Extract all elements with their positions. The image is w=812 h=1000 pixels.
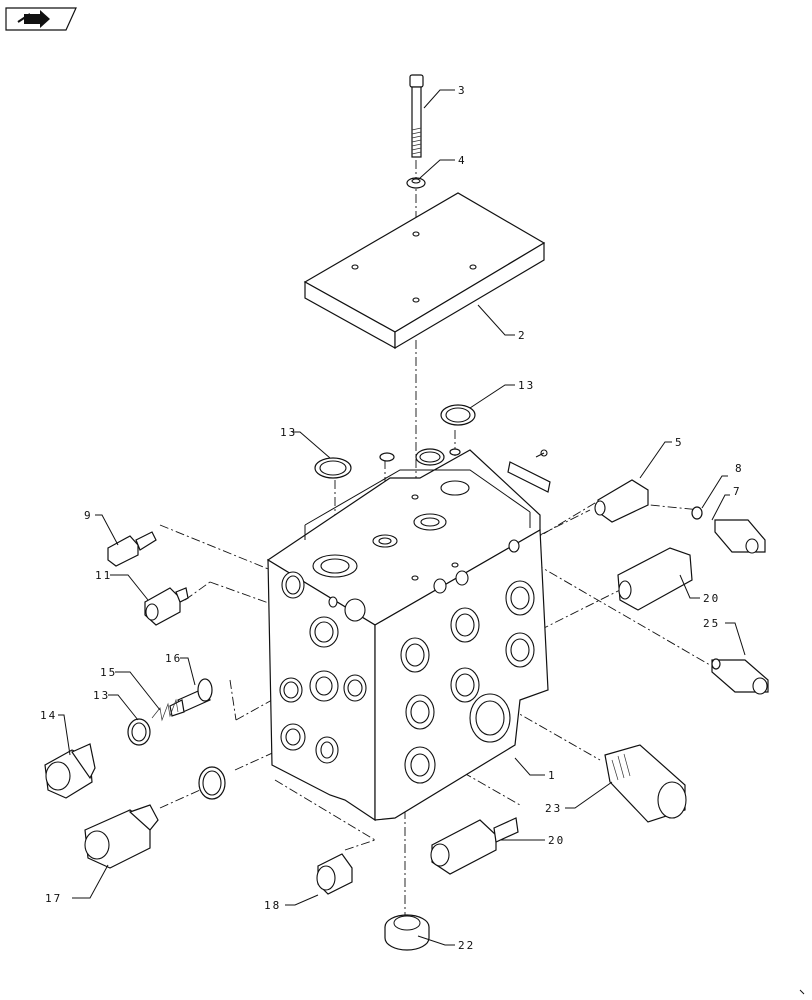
valve-part[interactable]	[594, 479, 649, 523]
callout-8: 8	[735, 462, 744, 475]
callout-3: 3	[458, 84, 467, 97]
callout-17: 17	[45, 892, 62, 905]
valve-body-part[interactable]	[266, 449, 549, 822]
callout-20: 20	[548, 834, 565, 847]
callout-14: 14	[40, 709, 57, 722]
callout-9: 9	[84, 509, 93, 522]
washer-part[interactable]	[406, 177, 426, 189]
callout-22: 22	[458, 939, 475, 952]
o-ring-part[interactable]	[691, 506, 703, 520]
bolt-part[interactable]	[409, 74, 424, 158]
relief-valve-part[interactable]	[84, 804, 159, 869]
plug-part[interactable]	[44, 743, 96, 799]
callout-13: 13	[280, 426, 297, 439]
seal-ring-part[interactable]	[127, 718, 151, 746]
nav-button[interactable]	[5, 7, 77, 31]
callout-5: 5	[675, 436, 684, 449]
callout-4: 4	[458, 154, 467, 167]
plug-part[interactable]	[144, 587, 189, 626]
plug-part[interactable]	[714, 519, 766, 554]
callout-2: 2	[518, 329, 527, 342]
callout-15: 15	[100, 666, 117, 679]
leader-lines	[58, 89, 746, 946]
seal-ring-part[interactable]	[449, 448, 461, 456]
forward-arrow-icon	[17, 10, 50, 28]
callout-13: 13	[93, 689, 110, 702]
seal-ring-part[interactable]	[415, 448, 445, 466]
callout-1: 1	[548, 769, 557, 782]
cap-part[interactable]	[384, 914, 430, 951]
callout-13: 13	[518, 379, 535, 392]
large-valve-part[interactable]	[604, 744, 687, 823]
callout-20: 20	[703, 592, 720, 605]
spring-part[interactable]	[151, 698, 179, 722]
callout-labels: 3 4 2 13 13 5 8 7 9 11 20 25 16 15 13 14…	[40, 84, 744, 952]
plug-part[interactable]	[711, 658, 769, 695]
plug-part[interactable]	[316, 853, 353, 895]
bracket-part[interactable]	[507, 449, 551, 493]
callout-23: 23	[545, 802, 562, 815]
seal-ring-part[interactable]	[440, 404, 476, 426]
valve-cartridge-part[interactable]	[617, 547, 693, 611]
seal-ring-part[interactable]	[379, 452, 395, 462]
callout-18: 18	[264, 899, 281, 912]
seal-ring-part[interactable]	[314, 457, 352, 479]
callout-25: 25	[703, 617, 720, 630]
callout-16: 16	[165, 652, 182, 665]
seal-ring-part[interactable]	[198, 766, 226, 800]
callout-7: 7	[733, 485, 742, 498]
valve-spool-part[interactable]	[169, 678, 213, 717]
corner-mark	[799, 989, 805, 995]
valve-cartridge-part[interactable]	[430, 817, 519, 875]
callout-11: 11	[95, 569, 112, 582]
fitting-part[interactable]	[107, 531, 157, 567]
cover-plate-part[interactable]	[303, 192, 546, 350]
